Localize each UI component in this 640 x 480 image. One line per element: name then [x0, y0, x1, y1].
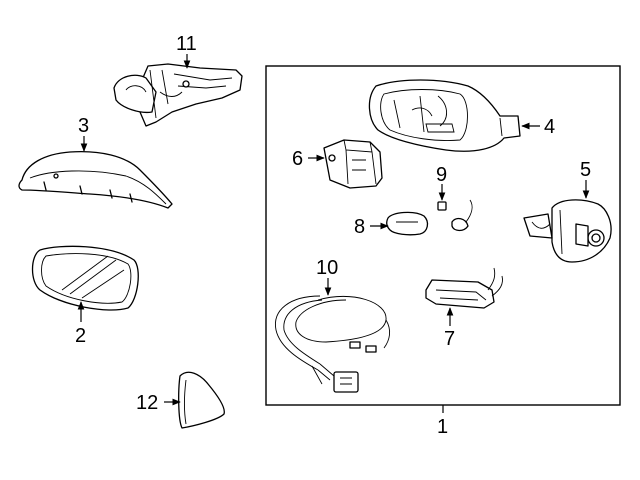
part-7-lamp-unit [425, 267, 503, 309]
part-12-trim-cover [178, 371, 225, 429]
part-4-mirror-housing [368, 79, 521, 152]
part-5-fold-unit [523, 199, 612, 263]
callout-8: 8 [354, 216, 365, 238]
callout-2: 2 [75, 325, 86, 347]
callout-1: 1 [437, 416, 448, 438]
part-2-mirror-glass [31, 245, 139, 311]
callout-3: 3 [78, 115, 89, 137]
callout-4: 4 [544, 116, 555, 138]
part-6-actuator-motor [323, 139, 383, 189]
callout-12: 12 [136, 392, 158, 414]
part-11-mirror-base [113, 63, 243, 127]
part-8-lamp-module [386, 211, 429, 236]
part-3-mirror-cover [18, 150, 173, 209]
callout-11: 11 [176, 33, 197, 55]
callout-9: 9 [436, 164, 447, 186]
callout-5: 5 [580, 159, 591, 181]
part-9-bulb-socket [437, 199, 473, 232]
callout-7: 7 [444, 328, 455, 350]
callout-6: 6 [292, 148, 303, 170]
callout-10: 10 [316, 257, 338, 279]
part-10-wiring-harness [275, 295, 391, 393]
